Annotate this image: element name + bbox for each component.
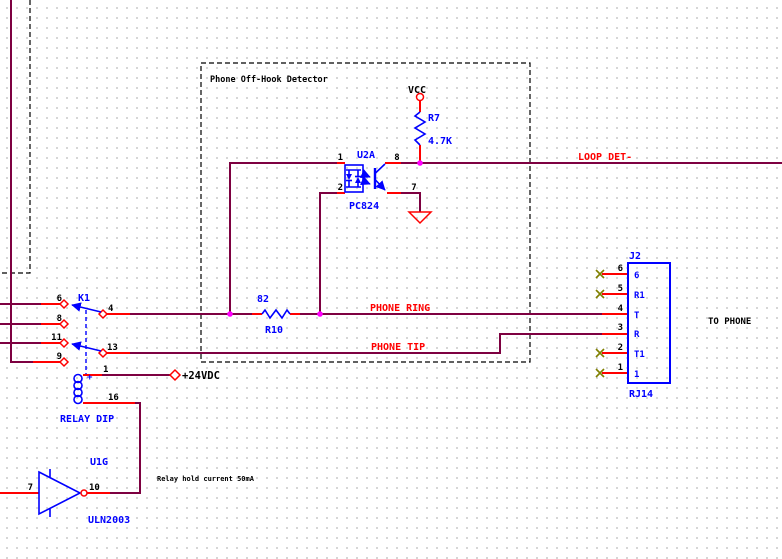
no-connect-x-icon <box>595 269 605 279</box>
r7-zigzag <box>413 111 427 146</box>
k1-pin11-terminal <box>58 337 70 349</box>
r7-ref[interactable]: R7 <box>428 113 440 124</box>
j2-body[interactable] <box>627 262 671 384</box>
j2-pin-name: T1 <box>634 350 645 360</box>
k1-pin8-num: 8 <box>57 314 62 324</box>
k1-coil-loop <box>73 380 83 391</box>
no-connect-x-icon <box>595 289 605 299</box>
j2-ref[interactable]: J2 <box>629 251 641 262</box>
u2a-light-arrow <box>360 169 371 178</box>
no-connect-x-icon <box>595 348 605 358</box>
u2a-emitter <box>374 179 386 191</box>
wire-left-vertical[interactable] <box>10 0 33 363</box>
u1g-pin7-num: 7 <box>28 483 33 493</box>
wire-coil-uln[interactable] <box>110 402 141 494</box>
u2a-light-arrow <box>360 176 371 185</box>
j2-pin-name: T <box>634 311 640 321</box>
j2-pin-name: 6 <box>634 271 639 281</box>
detector-dashed-box[interactable] <box>200 62 531 363</box>
u2a-pin7-num: 7 <box>411 183 416 193</box>
j2-pin-num: 5 <box>618 284 623 294</box>
net-label-phone-ring[interactable]: PHONE RING <box>370 303 430 314</box>
wire-opto-pin7-gnd[interactable] <box>401 192 421 212</box>
k1-pin9-num: 9 <box>57 352 62 362</box>
k1-coil-loop <box>73 387 83 398</box>
relay-hold-note: Relay hold current 50mA <box>157 475 255 483</box>
vcc-terminal-icon <box>415 92 425 102</box>
u2a-led2-icon <box>355 177 361 183</box>
k1-coil-loop <box>73 373 83 384</box>
net-label-phone-tip[interactable]: PHONE TIP <box>371 342 425 353</box>
detector-box-title[interactable]: Phone Off-Hook Detector <box>210 75 328 85</box>
no-connect-x-icon <box>595 368 605 378</box>
j2-pin-name: 1 <box>634 370 639 380</box>
v24-label[interactable]: +24VDC <box>182 370 220 382</box>
k1-pin8-terminal <box>58 318 70 330</box>
k1-pin1-num: 1 <box>103 365 108 375</box>
j2-pin-num: 3 <box>618 323 623 333</box>
u2a-ref[interactable]: U2A <box>357 150 375 161</box>
j2-pin-num: 2 <box>618 343 623 353</box>
u1g-pin10-num: 10 <box>89 483 100 493</box>
k1-pin6-terminal <box>58 298 70 310</box>
u1g-triangle[interactable] <box>38 470 82 516</box>
u1g-output-bubble <box>80 489 88 497</box>
k1-pin11-num: 11 <box>51 333 62 343</box>
k1-label[interactable]: RELAY DIP <box>60 414 114 425</box>
u2a-led1-icon <box>346 174 352 180</box>
j2-pin-num: 6 <box>618 264 623 274</box>
ground-icon[interactable] <box>407 211 433 225</box>
u2a-body[interactable] <box>344 164 364 193</box>
vcc-symbol[interactable]: VCC <box>408 85 426 102</box>
vcc-label: VCC <box>408 85 426 96</box>
j2-pin-name: R <box>634 330 640 340</box>
r7-value[interactable]: 4.7K <box>428 136 452 147</box>
k1-ref[interactable]: K1 <box>78 293 90 304</box>
junction-dot <box>317 311 323 317</box>
k1-coil-polarity: + <box>87 373 93 383</box>
v24-terminal[interactable]: +24VDC <box>168 368 220 382</box>
r10-ref[interactable]: R10 <box>265 325 283 336</box>
r10-zigzag <box>261 308 291 320</box>
j2-pin-name: R1 <box>634 291 645 301</box>
wire-opto-pin1[interactable] <box>229 162 337 314</box>
resistor-r7[interactable]: R7 4.7K <box>413 111 452 147</box>
u2a-collector <box>374 163 386 174</box>
u2a-pin2-num: 2 <box>338 183 343 193</box>
k1-pin6-num: 6 <box>57 294 62 304</box>
j2-pin-num: 4 <box>618 304 624 314</box>
wire-opto-pin2[interactable] <box>319 192 337 314</box>
k1-switch-arm-top <box>71 302 102 313</box>
u2a-pin1-num: 1 <box>338 153 343 163</box>
pin-stubs <box>0 100 628 494</box>
k1-coil-loop <box>73 394 83 405</box>
connector-j2[interactable]: J2 RJ14 6 5 4 3 2 1 6 R1 T R T1 1 <box>595 251 671 400</box>
resistor-r10[interactable]: 82 R10 <box>257 294 291 336</box>
u2a-pin8-num: 8 <box>394 153 399 163</box>
net-label-loop-det[interactable]: LOOP DET- <box>578 152 632 163</box>
wires <box>0 0 782 494</box>
r10-value[interactable]: 82 <box>257 294 269 305</box>
driver-u1g[interactable]: U1G ULN2003 7 10 <box>28 457 131 526</box>
v24-terminal-icon <box>168 368 182 382</box>
k1-pin13-num: 13 <box>107 343 118 353</box>
junction-dot <box>417 160 423 166</box>
u2a-part[interactable]: PC824 <box>349 201 379 212</box>
optocoupler-u2a[interactable]: U2A PC824 1 2 8 7 <box>338 150 417 212</box>
j2-pin-num: 1 <box>618 363 623 373</box>
j2-part[interactable]: RJ14 <box>629 389 653 400</box>
k1-pin16-num: 16 <box>108 393 119 403</box>
u1g-ref[interactable]: U1G <box>90 457 108 468</box>
junction-dot <box>227 311 233 317</box>
k1-pin4-num: 4 <box>108 304 114 314</box>
wire-phone-tip[interactable] <box>130 333 602 354</box>
topleft-dashed-box[interactable] <box>0 0 31 274</box>
relay-k1[interactable]: K1 + 6 8 11 9 4 13 1 16 RELAY DIP <box>51 293 119 425</box>
to-phone-note: TO PHONE <box>708 317 751 327</box>
k1-pin9-terminal <box>58 356 70 368</box>
u1g-part[interactable]: ULN2003 <box>88 515 130 526</box>
